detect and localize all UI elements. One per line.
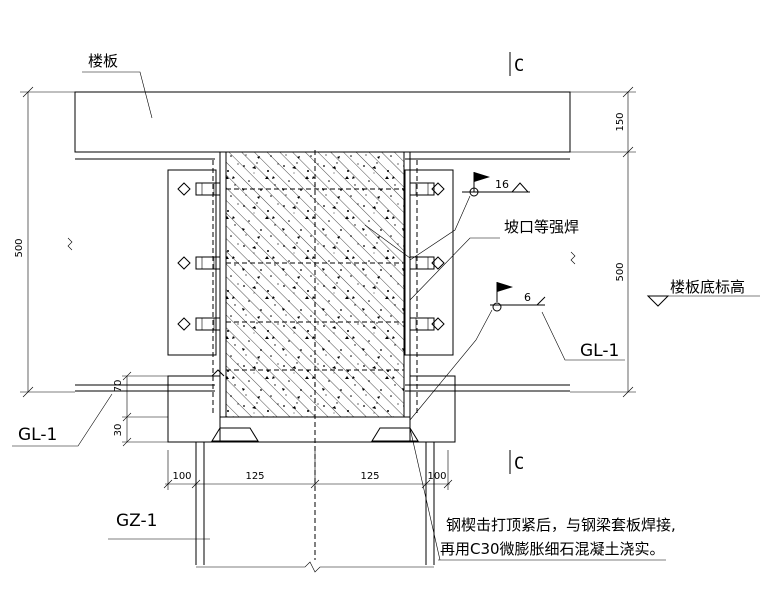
svg-text:楼板: 楼板: [88, 52, 118, 70]
bolts-left: [177, 182, 221, 331]
svg-text:再用C30微膨胀细石混凝土浇实。: 再用C30微膨胀细石混凝土浇实。: [440, 540, 665, 558]
column-label: GZ-1: [108, 511, 210, 540]
section-mark-top: C: [509, 52, 524, 76]
right-dimension-group: 150 500: [570, 86, 636, 398]
dim-bottom-4: 100: [427, 471, 446, 482]
svg-text:楼板底标高: 楼板底标高: [670, 278, 745, 296]
dim-beam-depth-left: 500: [14, 238, 25, 257]
svg-text:6: 6: [524, 291, 531, 304]
dim-70: 70: [113, 380, 124, 393]
svg-text:16: 16: [495, 178, 509, 191]
steel-beam-right: [405, 151, 576, 392]
svg-text:钢楔击打顶紧后，与钢梁套板焊接,: 钢楔击打顶紧后，与钢梁套板焊接,: [446, 516, 676, 534]
beam-label-right: GL-1: [541, 311, 625, 361]
small-vertical-dims: 70 30: [113, 371, 168, 447]
svg-text:GL-1: GL-1: [18, 425, 57, 445]
splice-plate-right: [404, 169, 454, 356]
dim-bottom-2: 125: [245, 471, 264, 482]
left-dimension-group: 500: [14, 86, 75, 398]
dim-slab-thickness: 150: [615, 112, 626, 131]
svg-text:C: C: [514, 56, 524, 76]
weld-symbol-lower: 6: [409, 282, 546, 421]
section-mark-bottom: C: [509, 450, 524, 474]
svg-text:坡口等强焊: 坡口等强焊: [504, 218, 579, 236]
splice-plate-left: [167, 169, 217, 356]
bolts-right: [409, 182, 445, 331]
svg-text:C: C: [514, 454, 524, 474]
construction-note: 钢楔击打顶紧后，与钢梁套板焊接, 再用C30微膨胀细石混凝土浇实。: [409, 427, 676, 561]
slab-label: 楼板: [82, 52, 153, 119]
elevation-mark: 楼板底标高: [646, 278, 760, 307]
bottom-dimension-group: 100 125 125 100: [163, 450, 453, 490]
dim-bottom-3: 125: [360, 471, 379, 482]
floor-slab: [74, 91, 571, 153]
svg-text:GL-1: GL-1: [580, 341, 619, 361]
dim-30: 30: [113, 424, 124, 437]
steel-beam-left: [67, 151, 215, 392]
concrete-filled-sleeve: [212, 151, 418, 418]
weld-symbol-upper: 16: [409, 172, 530, 261]
dim-beam-depth-right: 500: [615, 262, 626, 281]
weld-label-groove: 坡口等强焊: [364, 218, 579, 301]
svg-text:GZ-1: GZ-1: [116, 511, 157, 531]
beam-label-left: GL-1: [12, 393, 113, 447]
dim-bottom-1: 100: [172, 471, 191, 482]
